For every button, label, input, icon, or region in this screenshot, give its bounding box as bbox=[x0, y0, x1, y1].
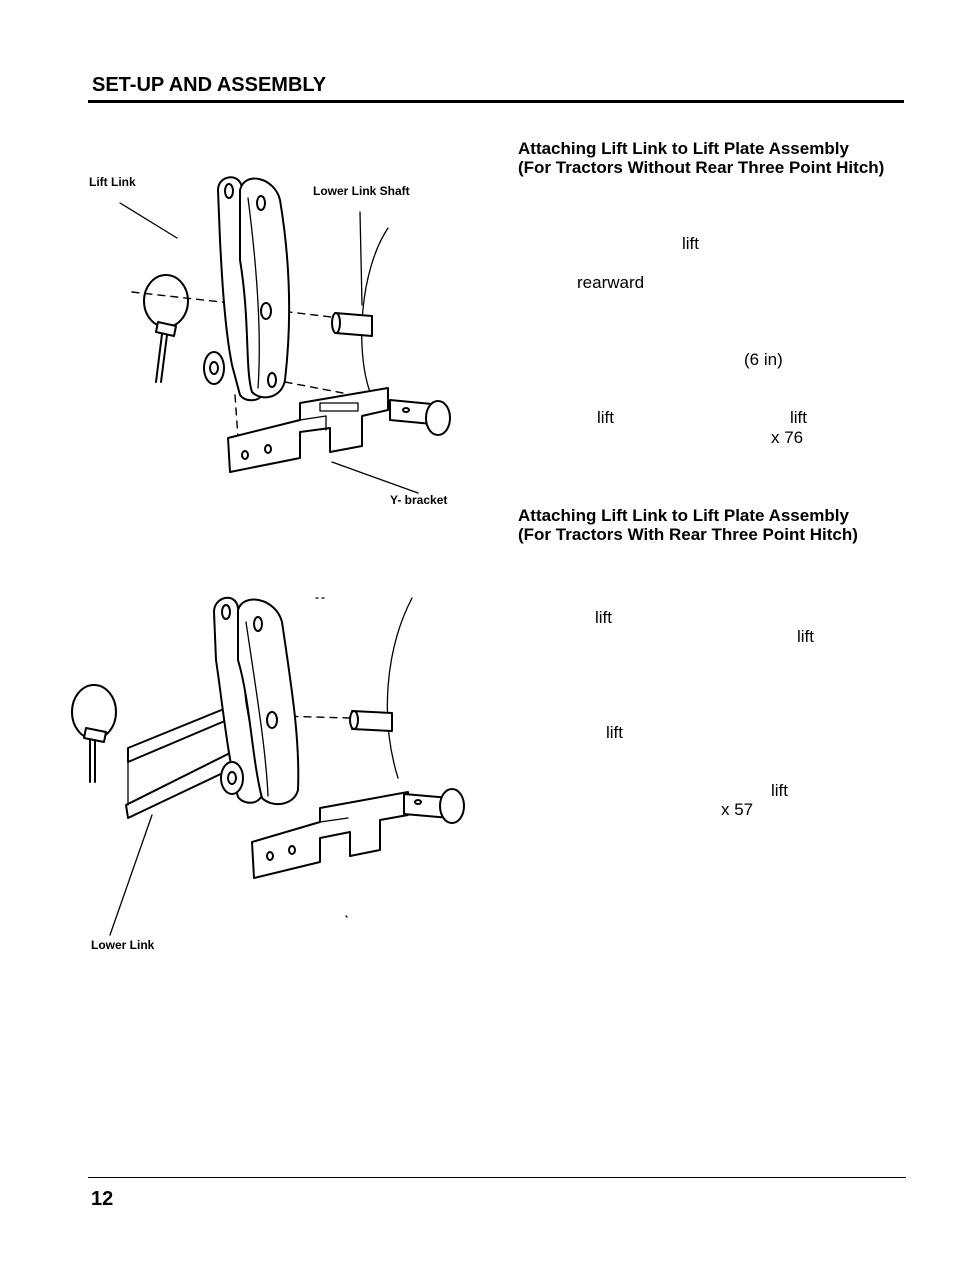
section1-fragment: lift bbox=[682, 234, 699, 253]
figure1-label-lift-link: Lift Link bbox=[89, 175, 136, 189]
section-title: SET-UP AND ASSEMBLY bbox=[92, 74, 327, 96]
section2-heading-line1: Attaching Lift Link to Lift Plate Assemb… bbox=[518, 506, 849, 525]
figure1-washer bbox=[203, 351, 225, 385]
figure2-lift-link-front-plate bbox=[237, 598, 300, 806]
figure2-washer bbox=[220, 761, 244, 795]
section1-heading-line1: Attaching Lift Link to Lift Plate Assemb… bbox=[518, 139, 849, 158]
figure1-label-lower-link-shaft: Lower Link Shaft bbox=[313, 184, 410, 198]
figure1-leader-y-bracket bbox=[331, 461, 419, 494]
figure2-label-lower-link: Lower Link bbox=[91, 938, 155, 952]
figure1-leader-lift-link bbox=[119, 202, 178, 239]
section2-fragment: lift bbox=[606, 723, 623, 742]
title-divider bbox=[88, 100, 904, 103]
section1-heading-line2: (For Tractors Without Rear Three Point H… bbox=[518, 158, 885, 177]
section2-heading: Attaching Lift Link to Lift Plate Assemb… bbox=[518, 506, 938, 544]
figure2-leader-lower-link bbox=[109, 814, 153, 936]
section2-fragment: lift bbox=[595, 608, 612, 627]
section1-heading: Attaching Lift Link to Lift Plate Assemb… bbox=[518, 139, 938, 177]
section1-fragment: x 76 bbox=[771, 428, 804, 447]
figure1-axis-lower bbox=[284, 381, 391, 403]
section1-fragment: (6 in) bbox=[744, 350, 783, 369]
page-number: 12 bbox=[91, 1188, 114, 1210]
section2-fragment: lift bbox=[797, 627, 814, 646]
figure1-label-y-bracket: Y- bracket bbox=[390, 493, 448, 507]
section2-fragment: lift bbox=[771, 781, 788, 800]
section2-fragment: x 57 bbox=[721, 800, 754, 819]
footer-divider bbox=[88, 1177, 906, 1178]
figure1-y-bracket bbox=[227, 387, 389, 473]
section2-heading-line2: (For Tractors With Rear Three Point Hitc… bbox=[518, 525, 858, 544]
figure1-leader-lower-link-shaft bbox=[359, 211, 363, 306]
figure1-tractor-curve bbox=[361, 227, 389, 393]
section1-fragment: lift bbox=[790, 408, 807, 427]
section1-fragment: rearward bbox=[577, 273, 645, 292]
section1-fragment: lift bbox=[597, 408, 614, 427]
figure2-tractor-curve bbox=[386, 597, 413, 779]
figure2-y-bracket bbox=[251, 791, 409, 879]
